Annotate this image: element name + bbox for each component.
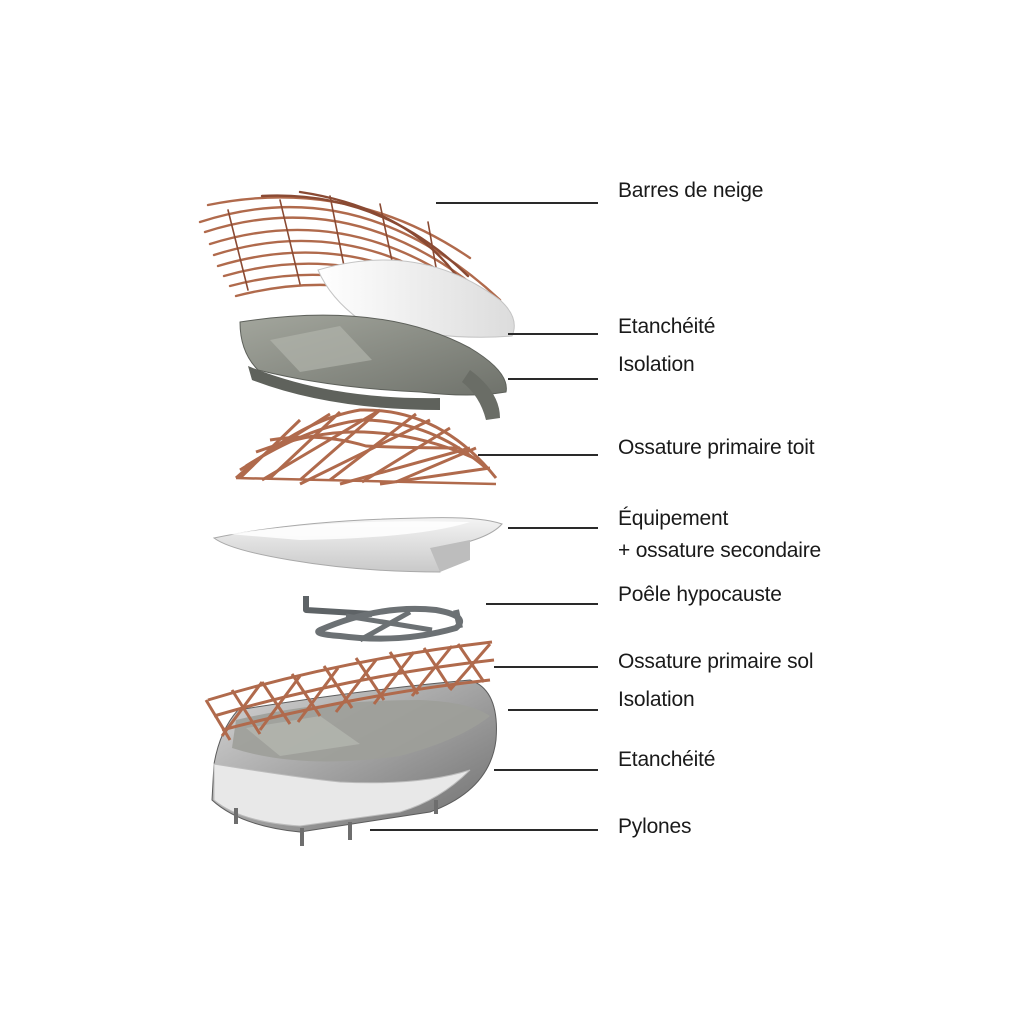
leader-line-ossature-sol bbox=[494, 666, 598, 668]
leader-line-etancheite-sol bbox=[494, 769, 598, 771]
label-poele-hypocauste: Poêle hypocauste bbox=[618, 583, 782, 606]
leader-line-isolation-toit bbox=[508, 378, 598, 380]
label-isolation-sol: Isolation bbox=[618, 688, 695, 711]
label-ossature-primaire-toit: Ossature primaire toit bbox=[618, 436, 815, 459]
roof-primary-structure-layer bbox=[234, 408, 498, 486]
leader-line-equipement bbox=[508, 527, 598, 529]
leader-line-poele bbox=[486, 603, 598, 605]
roof-insulation-layer bbox=[239, 314, 507, 420]
leader-line-etancheite-toit bbox=[508, 333, 598, 335]
floor-primary-structure-layer bbox=[204, 640, 495, 741]
label-etancheite-toit: Etanchéité bbox=[618, 315, 716, 338]
leader-line-pylones bbox=[370, 829, 598, 831]
label-ossature-secondaire: + ossature secondaire bbox=[618, 539, 822, 562]
label-ossature-primaire-sol: Ossature primaire sol bbox=[618, 650, 814, 673]
label-etancheite-sol: Etanchéité bbox=[618, 748, 716, 771]
equipment-layer bbox=[212, 517, 503, 573]
hypocaust-stove-layer bbox=[303, 596, 463, 643]
leader-line-barres-de-neige bbox=[436, 202, 598, 204]
floor-base-layer bbox=[211, 679, 497, 833]
leader-line-isolation-sol bbox=[508, 709, 598, 711]
pylons-layer bbox=[234, 800, 438, 846]
label-equipement: Équipement bbox=[618, 507, 729, 530]
leader-line-ossature-toit bbox=[478, 454, 598, 456]
label-barres-de-neige: Barres de neige bbox=[618, 179, 764, 202]
label-pylones: Pylones bbox=[618, 815, 692, 838]
label-isolation-toit: Isolation bbox=[618, 353, 695, 376]
